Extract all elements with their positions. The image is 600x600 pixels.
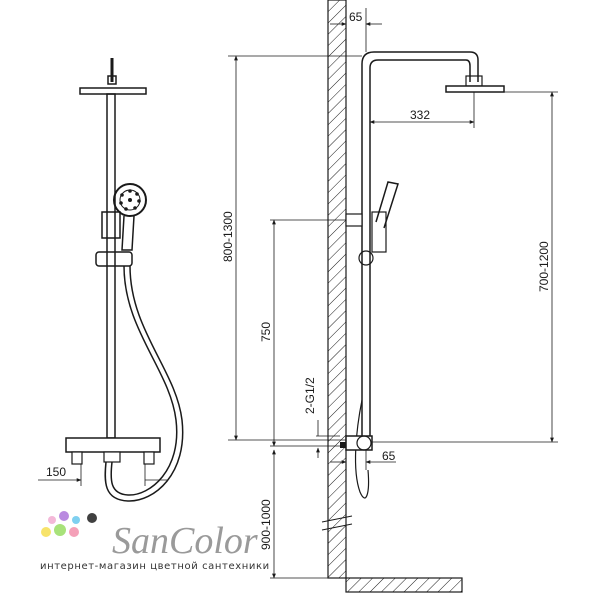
logo-dot [87, 513, 97, 523]
logo-dot [48, 516, 56, 524]
rain-shower-head [79, 87, 147, 95]
upper-wall-bracket [345, 213, 363, 227]
dim-wall-offset-bottom: 65 [330, 448, 396, 470]
dim-floor-to-mixer: 900-1000 [259, 449, 276, 579]
svg-text:65: 65 [349, 10, 363, 24]
dim-total-height: 800-1300 [221, 55, 362, 441]
wall [321, 0, 353, 579]
thermostatic-mixer [65, 437, 161, 465]
svg-text:750: 750 [259, 322, 273, 342]
rain-head-side [445, 85, 505, 93]
svg-text:2-G1/2: 2-G1/2 [303, 377, 317, 414]
front-view: 150 [38, 58, 184, 502]
dim-thread-size: 2-G1/2 [303, 377, 340, 458]
svg-text:332: 332 [410, 108, 430, 122]
dim-arm-reach: 332 [369, 92, 475, 128]
svg-text:900-1000: 900-1000 [259, 499, 273, 550]
logo-dot [54, 524, 66, 536]
svg-text:65: 65 [382, 449, 396, 463]
logo-tagline: интернет-магазин цветной сантехники [40, 561, 270, 572]
logo-dot [59, 511, 69, 521]
dim-mixer-to-holder: 750 [259, 219, 346, 447]
dim-outlet-spacing: 150 [46, 465, 66, 479]
logo-dot [41, 527, 51, 537]
dim-outlet-to-head: 700-1200 [372, 91, 558, 443]
svg-text:700-1200: 700-1200 [537, 241, 551, 292]
hand-shower [113, 183, 147, 251]
dim-wall-offset-top: 65 [330, 8, 382, 52]
logo-dot [72, 516, 80, 524]
sancolor-logo: SanColor интернет-магазин цветной сантех… [40, 511, 270, 572]
side-view [340, 51, 505, 499]
svg-text:800-1300: 800-1300 [221, 211, 235, 262]
shower-hose [110, 265, 178, 496]
logo-dots [41, 511, 97, 537]
logo-dot [69, 527, 79, 537]
logo-wordmark: SanColor [112, 520, 258, 562]
floor [345, 577, 463, 593]
slide-holder [95, 251, 133, 267]
